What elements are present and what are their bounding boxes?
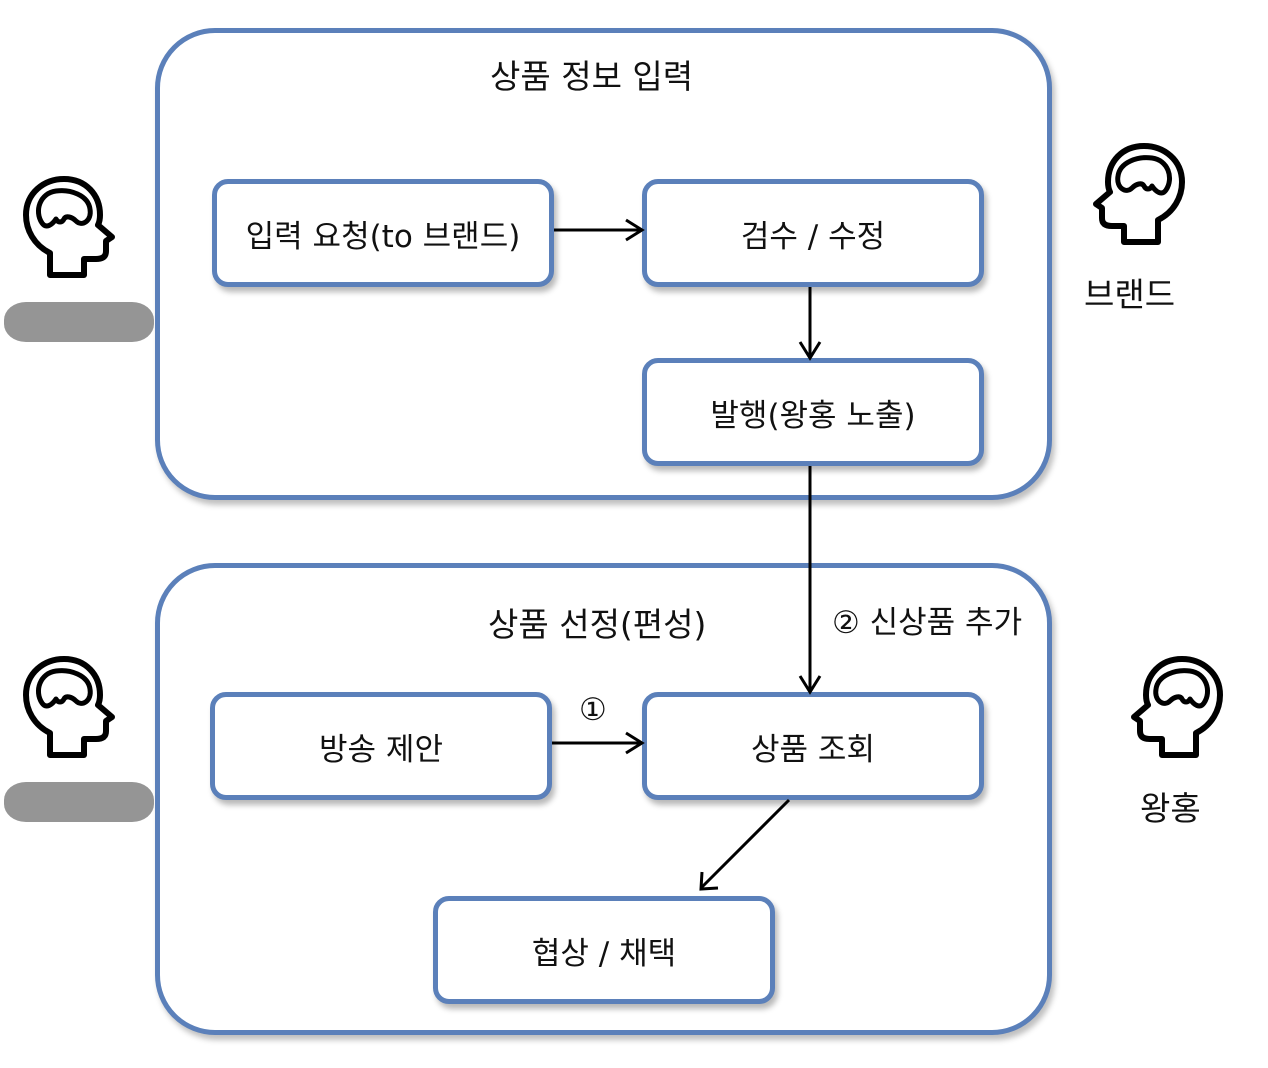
actor-influencer [1126, 655, 1226, 761]
node-publish[interactable]: 발행(왕홍 노출) [642, 358, 984, 466]
node-label: 검수 / 수정 [740, 218, 886, 255]
arrow-lookup-to-negotiate [699, 798, 791, 891]
node-input-request[interactable]: 입력 요청(to 브랜드) [212, 179, 554, 287]
head-brain-icon [1088, 142, 1188, 248]
node-label: 발행(왕홍 노출) [710, 397, 916, 434]
node-product-lookup[interactable]: 상품 조회 [642, 692, 984, 800]
arrow-request-to-review [554, 218, 645, 242]
actor-label-influencer: 왕홍 [1140, 789, 1201, 828]
actor-brand [1088, 142, 1188, 248]
head-brain-icon [20, 175, 120, 281]
arrow-proposal-to-lookup [552, 731, 645, 755]
node-label: 방송 제안 [319, 731, 443, 768]
node-label: 입력 요청(to 브랜드) [245, 218, 521, 255]
head-brain-icon [1126, 655, 1226, 761]
edge-label-step-2-new-product: ② 신상품 추가 [832, 597, 1023, 642]
group-title-product-info-input: 상품 정보 입력 [490, 57, 694, 96]
actor-left-top [20, 175, 120, 281]
group-title-product-selection: 상품 선정(편성) [488, 605, 707, 644]
node-negotiate-adopt[interactable]: 협상 / 채택 [433, 896, 775, 1004]
edge-label-step-1: ① [579, 692, 607, 728]
actor-left-bottom [20, 655, 120, 761]
actor-label-brand: 브랜드 [1084, 275, 1176, 314]
arrow-publish-to-lookup [798, 466, 822, 695]
node-broadcast-proposal[interactable]: 방송 제안 [210, 692, 552, 800]
node-label: 상품 조회 [751, 731, 875, 768]
node-label: 협상 / 채택 [531, 935, 677, 972]
redacted-label [4, 782, 154, 822]
arrow-review-to-publish [798, 287, 822, 361]
redacted-label [4, 302, 154, 342]
head-brain-icon [20, 655, 120, 761]
node-review-edit[interactable]: 검수 / 수정 [642, 179, 984, 287]
